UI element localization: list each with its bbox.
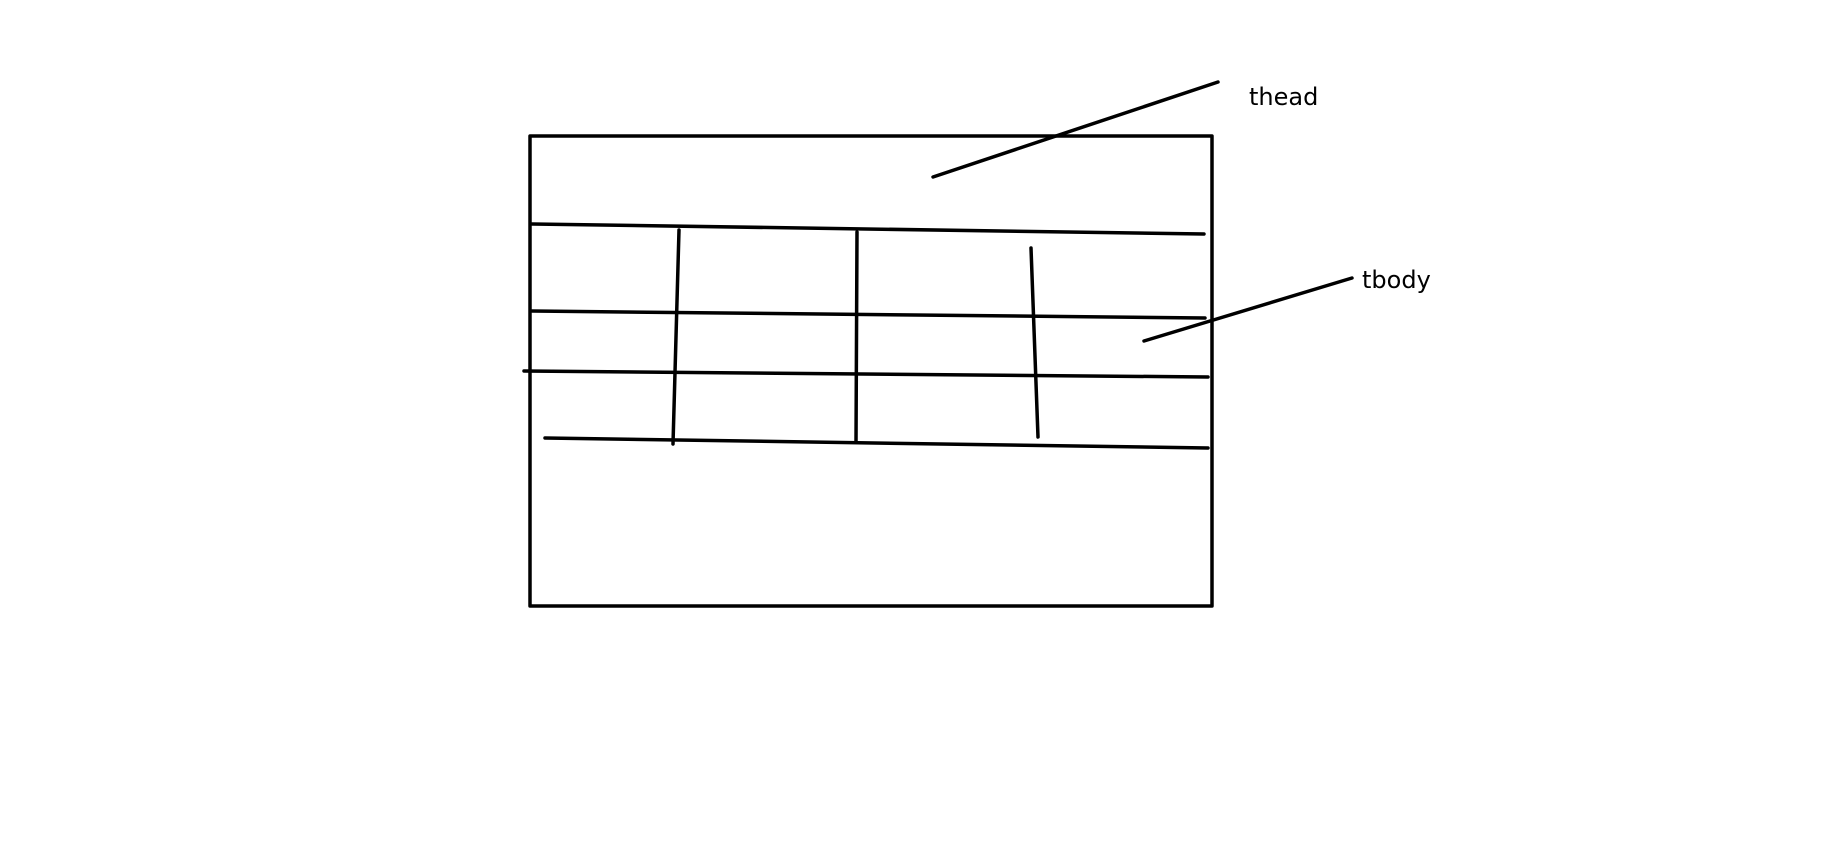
column-line-2 [854, 230, 859, 444]
thead-label: thead [1249, 83, 1318, 111]
row-line-2 [522, 369, 1210, 379]
row-line-1 [530, 309, 1207, 320]
column-line-3 [1029, 246, 1040, 439]
tbody-label: tbody [1362, 266, 1431, 294]
tbody-leader-line [1142, 276, 1354, 343]
column-line-1 [671, 228, 681, 446]
thead-leader-line [931, 80, 1220, 179]
row-line-3 [543, 436, 1210, 450]
header-separator-line [530, 222, 1206, 236]
